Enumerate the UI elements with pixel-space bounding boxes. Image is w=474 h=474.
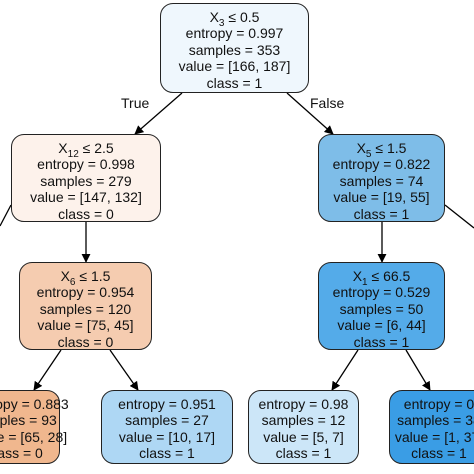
node-entropy: entropy = 0.822: [332, 156, 431, 173]
node-entropy: entropy = 0.998: [37, 156, 135, 173]
node-value: value = [166, 187]: [178, 58, 291, 75]
split-threshold: 1.5: [90, 268, 111, 284]
edge-to-leaf-3: [331, 349, 359, 391]
node-class: class = 1: [275, 445, 332, 462]
split-variable: X: [58, 140, 68, 156]
split-variable-index: 5: [365, 149, 372, 160]
node-split-rule: X1 ≤ 66.5: [319, 268, 444, 288]
node-value: value = [6, 44]: [337, 317, 426, 334]
split-variable: X: [209, 9, 219, 25]
node-value: value = [147, 132]: [30, 189, 142, 206]
node-value: value = [19, 55]: [333, 189, 430, 206]
node-value: value = [75, 45]: [37, 317, 134, 334]
edge-to-leaf-4: [405, 349, 431, 391]
node-entropy: entropy = 0.954: [36, 284, 135, 301]
node-class: class = 1: [353, 333, 410, 350]
edge-to-leaf-1: [33, 349, 62, 391]
node-samples: samples = 279: [40, 172, 132, 189]
split-threshold: 2.5: [94, 140, 114, 156]
node-value: value = [65, 28]: [0, 428, 68, 445]
node-samples: samples = 120: [39, 300, 132, 317]
edge-label-true: True: [121, 95, 150, 111]
split-variable-index: 6: [69, 277, 76, 288]
split-threshold: 0.5: [239, 9, 260, 25]
node-class: class = 1: [411, 445, 467, 462]
node-entropy: entropy = 0: [403, 396, 474, 412]
node-value: value = [5, 7]: [263, 428, 344, 445]
node-entropy: entropy = 0.529: [332, 284, 431, 301]
split-variable-index: 12: [67, 149, 79, 160]
split-variable-index: 3: [218, 18, 225, 29]
split-variable-index: 1: [362, 277, 368, 288]
node-class: class = 1: [206, 74, 263, 91]
node-samples: samples = 50: [339, 300, 424, 317]
node-split-rule: X6 ≤ 1.5: [20, 268, 151, 288]
node-entropy: entropy = 0.98: [258, 396, 349, 412]
node-samples: samples = 74: [339, 172, 424, 189]
node-value: value = [10, 17]: [118, 428, 216, 445]
tree-leaf-1: entropy = 0.883samples = 93value = [65, …: [0, 390, 69, 464]
node-entropy: entropy = 0.883: [0, 396, 69, 412]
node-split-rule: X3 ≤ 0.5: [161, 9, 308, 29]
edge-root-right: [286, 92, 334, 135]
edge-root-left: [134, 92, 183, 135]
node-samples: samples = 38: [397, 412, 474, 429]
split-variable: X: [60, 268, 70, 284]
edge-label-false: False: [310, 95, 345, 111]
node-samples: samples = 27: [125, 412, 209, 429]
split-operator: ≤: [79, 268, 88, 284]
node-entropy: entropy = 0.997: [185, 25, 284, 42]
split-operator: ≤: [375, 140, 384, 156]
node-samples: samples = 12: [261, 412, 346, 429]
edge-offscreen-right: [444, 204, 474, 229]
node-value: value = [1, 37]: [394, 428, 474, 445]
split-threshold: 66.5: [383, 268, 411, 284]
node-class: class = 1: [353, 205, 410, 222]
node-samples: samples = 93: [0, 412, 57, 429]
split-operator: ≤: [371, 268, 380, 284]
node-split-rule: X12 ≤ 2.5: [12, 140, 160, 160]
split-operator: ≤: [82, 140, 91, 156]
node-samples: samples = 353: [188, 41, 281, 58]
split-threshold: 1.5: [386, 140, 407, 156]
split-variable: X: [356, 140, 366, 156]
split-variable: X: [352, 268, 363, 284]
edge-to-leaf-2: [109, 349, 139, 391]
node-class: class = 0: [57, 333, 114, 350]
node-class: class = 0: [0, 445, 43, 462]
edge-offscreen-left: [0, 204, 12, 227]
node-entropy: entropy = 0.951: [118, 396, 216, 412]
split-operator: ≤: [228, 9, 237, 25]
node-class: class = 1: [139, 445, 195, 462]
node-split-rule: X5 ≤ 1.5: [319, 140, 444, 160]
node-class: class = 0: [58, 205, 114, 222]
